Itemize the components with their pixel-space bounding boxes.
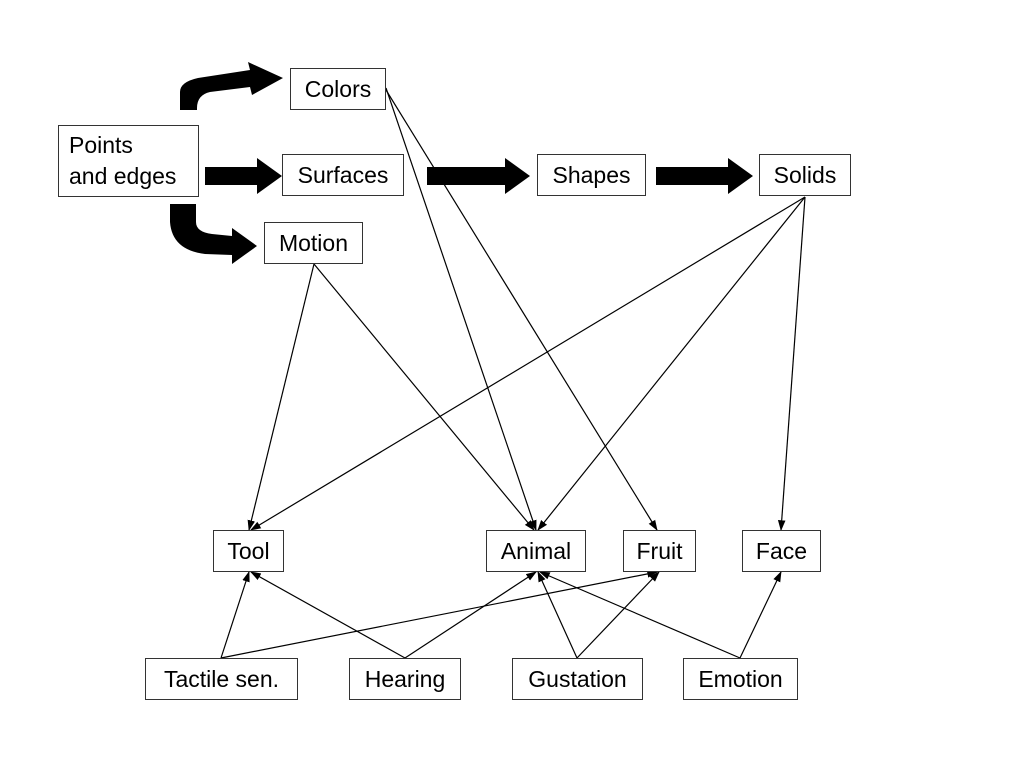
- line-gustation-to-fruit: [576, 571, 660, 659]
- node-motion-label: Motion: [278, 229, 349, 256]
- node-solids: Solids: [759, 154, 851, 196]
- node-tool: Tool: [213, 530, 284, 572]
- node-colors: Colors: [290, 68, 386, 110]
- node-shapes-label: Shapes: [552, 161, 631, 188]
- node-solids-label: Solids: [773, 161, 837, 188]
- line-motion-to-animal: [313, 263, 535, 531]
- line-colors-to-animal: [385, 87, 537, 532]
- line-emotion-to-animal: [539, 571, 741, 659]
- line-motion-to-tool: [247, 263, 315, 532]
- node-colors-label: Colors: [304, 75, 372, 102]
- node-emotion-label: Emotion: [698, 665, 783, 692]
- node-tactile-sensation-label: Tactile sen.: [163, 665, 280, 692]
- line-solids-to-animal: [537, 196, 806, 531]
- node-fruit-label: Fruit: [636, 537, 683, 564]
- line-tactile-to-fruit: [220, 570, 659, 659]
- node-animal: Animal: [486, 530, 586, 572]
- node-animal-label: Animal: [500, 537, 572, 564]
- node-face-label: Face: [755, 537, 808, 564]
- line-hearing-to-tool: [250, 571, 406, 659]
- node-surfaces: Surfaces: [282, 154, 404, 196]
- node-fruit: Fruit: [623, 530, 696, 572]
- node-points-and-edges-label: Points and edges: [69, 132, 177, 189]
- line-hearing-to-animal: [404, 571, 537, 659]
- node-hearing-label: Hearing: [364, 665, 446, 692]
- node-surfaces-label: Surfaces: [297, 161, 389, 188]
- node-motion: Motion: [264, 222, 363, 264]
- node-tool-label: Tool: [227, 537, 270, 564]
- line-emotion-to-face: [739, 571, 782, 659]
- node-emotion: Emotion: [683, 658, 798, 700]
- thick-arrow-shapes-to-solids: [656, 158, 753, 194]
- thick-arrow-points-to-colors: [180, 62, 283, 110]
- line-gustation-to-animal: [537, 571, 578, 659]
- line-solids-to-face: [777, 196, 806, 532]
- node-hearing: Hearing: [349, 658, 461, 700]
- node-gustation-label: Gustation: [528, 665, 627, 692]
- line-colors-to-fruit: [385, 89, 658, 531]
- node-gustation: Gustation: [512, 658, 643, 700]
- thick-arrow-points-to-surfaces: [205, 158, 282, 194]
- node-tactile-sensation: Tactile sen.: [145, 658, 298, 700]
- node-face: Face: [742, 530, 821, 572]
- thick-arrow-points-to-motion: [170, 204, 257, 264]
- line-tactile-to-tool: [220, 570, 250, 659]
- line-solids-to-tool: [250, 196, 806, 531]
- node-shapes: Shapes: [537, 154, 646, 196]
- node-points-and-edges: Points and edges: [58, 125, 199, 197]
- thick-arrow-surfaces-to-shapes: [427, 158, 530, 194]
